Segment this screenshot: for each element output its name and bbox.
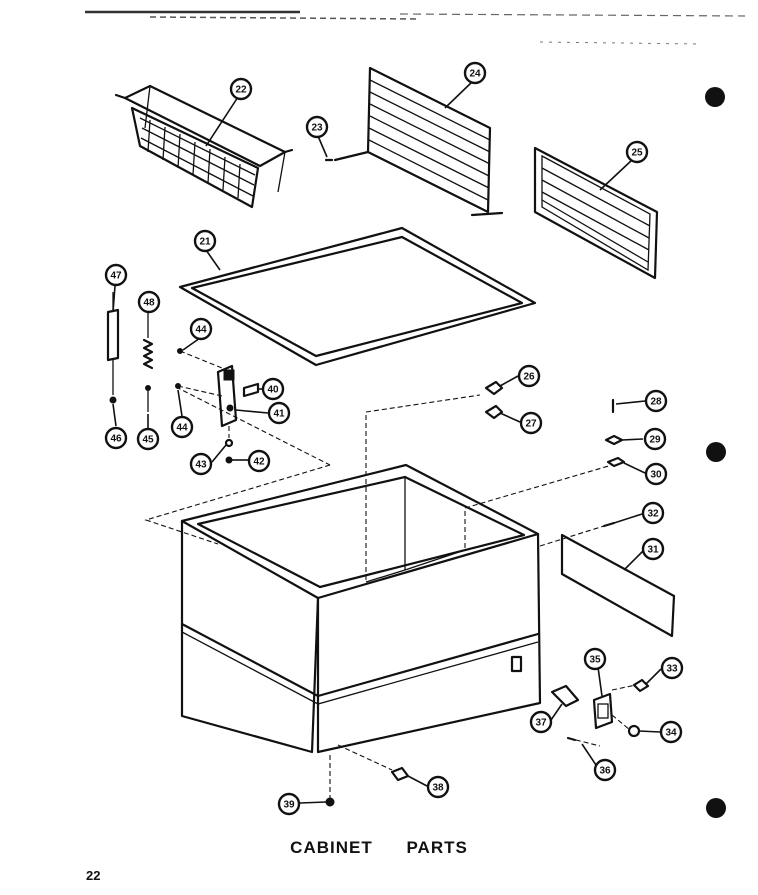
- callout-33: 33: [660, 656, 684, 680]
- callout-27: 27: [519, 411, 543, 435]
- svg-text:44: 44: [195, 325, 207, 336]
- callout-44-upper: 44: [189, 317, 213, 341]
- title-word-cabinet: CABINET: [290, 838, 373, 857]
- lid-gasket: [178, 226, 537, 367]
- wire-basket: [114, 84, 294, 209]
- hinge-strip-47: [106, 292, 120, 404]
- svg-text:37: 37: [535, 718, 547, 729]
- binder-hole-2: [706, 442, 726, 462]
- leader-lines: [112, 81, 662, 804]
- hinge-assembly: [175, 348, 260, 464]
- callout-46: 46: [104, 426, 128, 450]
- svg-text:42: 42: [253, 457, 265, 468]
- svg-text:35: 35: [589, 655, 601, 666]
- svg-text:44: 44: [176, 423, 188, 434]
- title-word-parts: PARTS: [406, 838, 468, 857]
- svg-text:32: 32: [647, 509, 659, 520]
- callout-36: 36: [593, 758, 617, 782]
- callout-34: 34: [659, 720, 683, 744]
- callout-35: 35: [583, 647, 607, 671]
- assembly-guide-lines: [144, 386, 637, 798]
- svg-text:43: 43: [195, 460, 207, 471]
- divider-24: [333, 66, 504, 217]
- small-hardware: [484, 380, 626, 528]
- callout-47: 47: [104, 263, 128, 287]
- binder-hole-3: [706, 798, 726, 818]
- svg-text:31: 31: [647, 545, 659, 556]
- callout-29: 29: [643, 427, 667, 451]
- svg-text:45: 45: [142, 435, 154, 446]
- svg-text:26: 26: [523, 372, 535, 383]
- svg-text:39: 39: [283, 800, 295, 811]
- callout-43: 43: [189, 452, 213, 476]
- callout-21: 21: [193, 229, 217, 253]
- callout-25: 25: [625, 140, 649, 164]
- cabinet-box: [180, 463, 542, 754]
- callout-26: 26: [517, 364, 541, 388]
- binder-hole-1: [705, 87, 725, 107]
- svg-text:30: 30: [650, 470, 662, 481]
- callout-37: 37: [529, 710, 553, 734]
- svg-text:24: 24: [469, 69, 481, 80]
- svg-text:48: 48: [143, 298, 155, 309]
- svg-text:38: 38: [432, 783, 444, 794]
- svg-text:23: 23: [311, 123, 323, 134]
- page-title: CABINET PARTS: [0, 838, 758, 858]
- callout-30: 30: [644, 462, 668, 486]
- callout-41: 41: [267, 401, 291, 425]
- svg-text:25: 25: [631, 148, 643, 159]
- kick-plate-31: [560, 533, 676, 638]
- callout-40: 40: [261, 377, 285, 401]
- svg-text:34: 34: [665, 728, 677, 739]
- callout-28: 28: [644, 389, 668, 413]
- svg-text:47: 47: [110, 271, 122, 282]
- callout-22: 22: [229, 77, 253, 101]
- svg-text:27: 27: [525, 419, 537, 430]
- callout-39: 39: [277, 792, 301, 816]
- svg-text:36: 36: [599, 766, 611, 777]
- callout-38: 38: [426, 775, 450, 799]
- svg-text:21: 21: [199, 237, 211, 248]
- callouts: 22 24 23 25 21 47 48 44 40 41 42 43 44 4…: [104, 61, 684, 816]
- callout-48: 48: [137, 290, 161, 314]
- callout-31: 31: [641, 537, 665, 561]
- svg-text:33: 33: [666, 664, 678, 675]
- callout-32: 32: [641, 501, 665, 525]
- callout-45: 45: [136, 427, 160, 451]
- control-and-hardware: [325, 678, 650, 807]
- svg-text:22: 22: [235, 85, 247, 96]
- spring-48: [142, 312, 154, 412]
- page-number: 22: [86, 868, 101, 883]
- divider-panel-25: [533, 146, 659, 280]
- svg-text:41: 41: [273, 409, 285, 420]
- svg-text:28: 28: [650, 397, 662, 408]
- scan-artifact-top: [85, 10, 746, 45]
- callout-23: 23: [305, 115, 329, 139]
- svg-text:29: 29: [649, 435, 661, 446]
- callout-24: 24: [463, 61, 487, 85]
- callout-44-lower: 44: [170, 415, 194, 439]
- svg-text:46: 46: [110, 434, 122, 445]
- callout-42: 42: [247, 449, 271, 473]
- svg-text:40: 40: [267, 385, 279, 396]
